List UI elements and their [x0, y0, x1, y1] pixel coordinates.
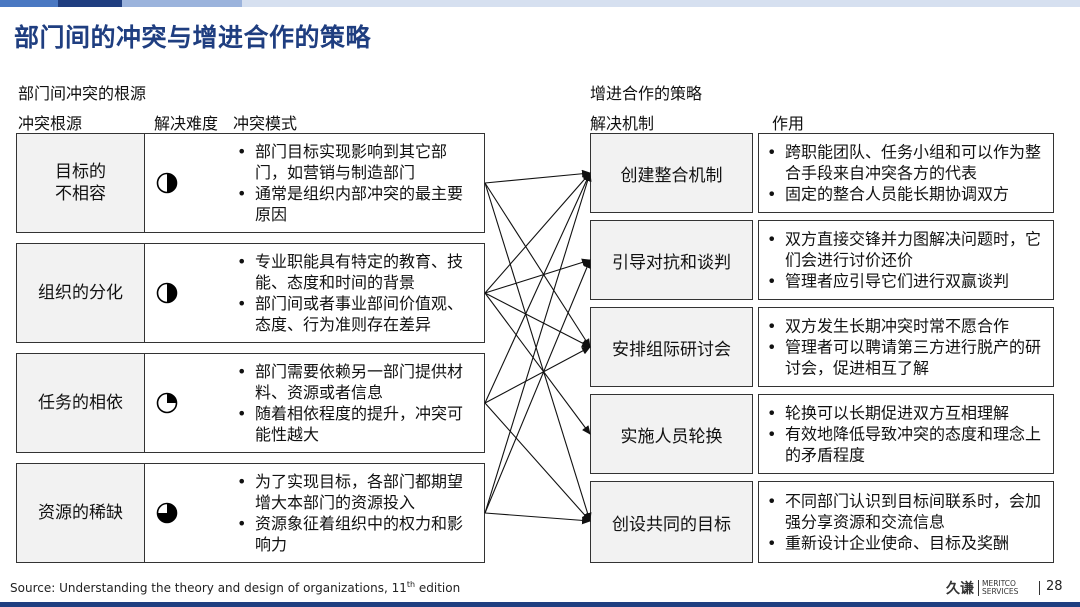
logo-line: SERVICES	[982, 587, 1019, 596]
connector-arrow	[484, 182, 591, 348]
list-item: 通常是组织内部冲突的最主要原因	[235, 183, 478, 225]
source-text: Source: Understanding the theory and des…	[10, 581, 407, 595]
conflict-source-label: 任务的相依	[17, 354, 145, 452]
column-header-difficulty: 解决难度	[154, 114, 219, 133]
effect-list: 双方发生长期冲突时常不愿合作 管理者可以聘请第三方进行脱产的研讨会，促进相互了解	[765, 316, 1049, 379]
list-item: 重新设计企业使命、目标及奖酬	[765, 533, 1049, 554]
list-item: 有效地降低导致冲突的态度和理念上的矛盾程度	[765, 424, 1049, 466]
conflict-source-label: 目标的 不相容	[17, 134, 145, 232]
difficulty-harvey-ball-icon	[156, 172, 178, 194]
left-section-heading: 部门间冲突的根源	[18, 84, 147, 103]
effect-list: 轮换可以长期促进双方互相理解 有效地降低导致冲突的态度和理念上的矛盾程度	[765, 403, 1049, 466]
conflict-mode-list: 为了实现目标，各部门都期望增大本部门的资源投入 资源象征着组织中的权力和影响力	[235, 471, 478, 555]
list-item: 为了实现目标，各部门都期望增大本部门的资源投入	[235, 471, 478, 513]
list-item: 管理者可以聘请第三方进行脱产的研讨会，促进相互了解	[765, 337, 1049, 379]
bottom-accent-bar	[0, 602, 1080, 607]
list-item: 轮换可以长期促进双方互相理解	[765, 403, 1049, 424]
list-item: 双方直接交锋并力图解决问题时，它们会进行讨价还价	[765, 229, 1049, 271]
page-number-divider	[1039, 581, 1040, 595]
accent-segment	[58, 0, 122, 7]
mechanism-effect-box: 双方直接交锋并力图解决问题时，它们会进行讨价还价 管理者应引导它们进行双赢谈判	[758, 220, 1054, 300]
list-item: 专业职能具有特定的教育、技能、态度和时间的背景	[235, 251, 478, 293]
conflict-mode-list: 部门目标实现影响到其它部门，如营销与制造部门 通常是组织内部冲突的最主要原因	[235, 141, 478, 225]
effect-list: 双方直接交锋并力图解决问题时，它们会进行讨价还价 管理者应引导它们进行双赢谈判	[765, 229, 1049, 292]
effect-list: 不同部门认识到目标间联系时，会加强分享资源和交流信息 重新设计企业使命、目标及奖…	[765, 491, 1049, 554]
mechanism-box: 创建整合机制	[590, 133, 753, 213]
list-item: 跨职能团队、任务小组和可以作为整合手段来自冲突各方的代表	[765, 142, 1049, 184]
mechanism-effect-box: 轮换可以长期促进双方互相理解 有效地降低导致冲突的态度和理念上的矛盾程度	[758, 394, 1054, 474]
connector-arrow	[484, 172, 591, 404]
connector-arrow	[484, 172, 592, 514]
list-item: 部门需要依赖另一部门提供材料、资源或者信息	[235, 361, 478, 403]
page-title: 部门间的冲突与增进合作的策略	[14, 23, 372, 52]
footer: Source: Understanding the theory and des…	[0, 571, 1080, 607]
source-superscript: th	[406, 580, 416, 589]
connector-arrow	[484, 292, 591, 348]
connector-arrow	[484, 292, 591, 435]
connector-arrow	[484, 259, 591, 514]
accent-segment	[242, 0, 1080, 7]
list-item: 不同部门认识到目标间联系时，会加强分享资源和交流信息	[765, 491, 1049, 533]
logo-chinese: 久谦	[946, 581, 974, 597]
conflict-source-label: 资源的稀缺	[17, 464, 145, 562]
connector-arrow	[484, 402, 591, 522]
column-header-source: 冲突根源	[18, 114, 83, 133]
list-item: 部门间或者事业部间价值观、态度、行为准则存在差异	[235, 293, 478, 335]
effect-list: 跨职能团队、任务小组和可以作为整合手段来自冲突各方的代表 固定的整合人员能长期协…	[765, 142, 1049, 205]
connector-arrow	[484, 169, 591, 184]
conflict-source-row: 任务的相依 部门需要依赖另一部门提供材料、资源或者信息 随着相依程度的提升，冲突…	[16, 353, 485, 453]
accent-segment	[0, 0, 58, 7]
conflict-source-row: 组织的分化 专业职能具有特定的教育、技能、态度和时间的背景 部门间或者事业部间价…	[16, 243, 485, 343]
mechanism-effect-box: 不同部门认识到目标间联系时，会加强分享资源和交流信息 重新设计企业使命、目标及奖…	[758, 481, 1054, 563]
list-item: 部门目标实现影响到其它部门，如营销与制造部门	[235, 141, 478, 183]
mechanism-box: 创设共同的目标	[590, 481, 753, 563]
list-item: 固定的整合人员能长期协调双方	[765, 184, 1049, 205]
connector-arrow	[484, 512, 591, 525]
connector-arrow	[484, 258, 591, 294]
top-accent-bar	[0, 0, 1080, 7]
conflict-mode-list: 专业职能具有特定的教育、技能、态度和时间的背景 部门间或者事业部间价值观、态度、…	[235, 251, 478, 335]
mechanism-box: 引导对抗和谈判	[590, 220, 753, 300]
list-item: 管理者应引导它们进行双赢谈判	[765, 271, 1049, 292]
logo-line: MERITCO	[982, 579, 1016, 588]
column-header-effect: 作用	[772, 114, 805, 133]
conflict-source-row: 资源的稀缺 为了实现目标，各部门都期望增大本部门的资源投入 资源象征着组织中的权…	[16, 463, 485, 563]
column-header-mechanism: 解决机制	[590, 114, 655, 133]
conflict-source-row: 目标的 不相容 部门目标实现影响到其它部门，如营销与制造部门 通常是组织内部冲突…	[16, 133, 485, 233]
connector-arrow	[484, 182, 592, 522]
source-text-end: edition	[415, 581, 461, 595]
difficulty-harvey-ball-icon	[156, 392, 178, 414]
page-number: 28	[1046, 579, 1063, 594]
list-item: 随着相依程度的提升，冲突可能性越大	[235, 403, 478, 445]
conflict-mode-list: 部门需要依赖另一部门提供材料、资源或者信息 随着相依程度的提升，冲突可能性越大	[235, 361, 478, 445]
source-citation: Source: Understanding the theory and des…	[10, 580, 460, 595]
column-header-mode: 冲突模式	[233, 114, 298, 133]
connector-arrow	[484, 172, 591, 294]
connector-arrow	[484, 346, 591, 404]
mechanism-effect-box: 跨职能团队、任务小组和可以作为整合手段来自冲突各方的代表 固定的整合人员能长期协…	[758, 133, 1054, 213]
right-section-heading: 增进合作的策略	[590, 84, 703, 103]
mechanism-box: 实施人员轮换	[590, 394, 753, 474]
accent-segment	[122, 0, 242, 7]
list-item: 资源象征着组织中的权力和影响力	[235, 513, 478, 555]
difficulty-harvey-ball-icon	[156, 282, 178, 304]
conflict-source-label: 组织的分化	[17, 244, 145, 342]
mechanism-effect-box: 双方发生长期冲突时常不愿合作 管理者可以聘请第三方进行脱产的研讨会，促进相互了解	[758, 307, 1054, 387]
list-item: 双方发生长期冲突时常不愿合作	[765, 316, 1049, 337]
difficulty-harvey-ball-icon	[156, 502, 178, 524]
